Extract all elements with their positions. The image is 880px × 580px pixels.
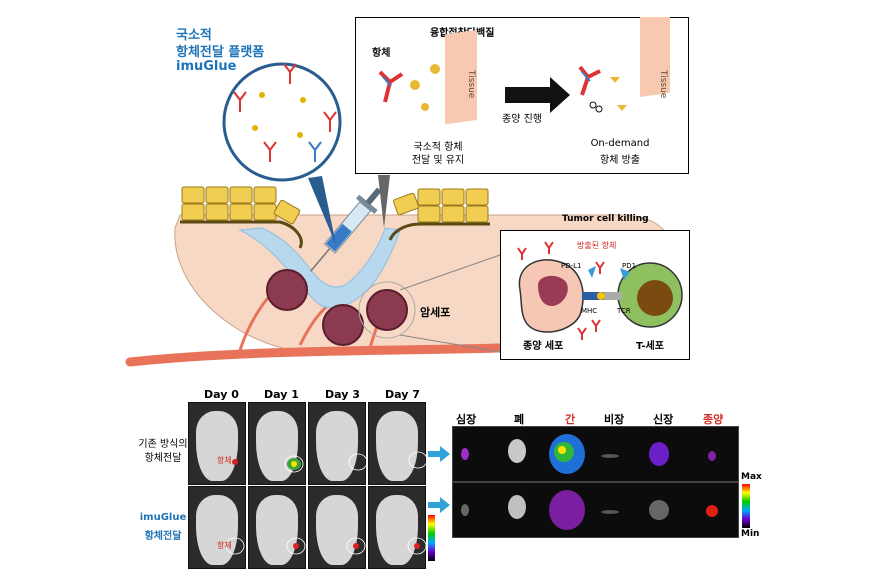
row1-label-1: 기존 방식의 — [138, 439, 188, 450]
antibody-marker-row1: 항체 — [217, 456, 232, 465]
organ-image-row2 — [452, 482, 739, 538]
mouse-color-scale — [428, 515, 435, 561]
mechanism-diagram — [378, 17, 670, 125]
scale-max-label: Max — [741, 472, 762, 482]
day-label-7: Day 7 — [385, 388, 420, 401]
organ-label-lung: 폐 — [514, 413, 525, 426]
row2-label-1: imuGlue — [139, 512, 187, 523]
mouse-image-row2-day1 — [248, 486, 306, 569]
cancer-cell-label: 암세포 — [420, 306, 451, 319]
organ-label-spleen: 비장 — [604, 413, 625, 426]
tissue-label-left: Tissue — [466, 70, 476, 99]
organ-label-heart: 심장 — [456, 413, 477, 426]
antibody-marker-row2: 항체 — [217, 541, 232, 550]
mouse-image-row1-day7 — [368, 402, 426, 485]
zoom-pointer-left — [308, 176, 336, 245]
left-caption-1: 국소적 항체 — [413, 142, 463, 153]
mouse-image-row2-day7 — [368, 486, 426, 569]
mouse-image-row1-day0 — [188, 402, 246, 485]
right-caption-1: On-demand — [590, 138, 650, 149]
syringe — [309, 187, 382, 272]
tumor-cell-label: 종양 세포 — [523, 341, 564, 352]
day-label-0: Day 0 — [204, 388, 239, 401]
killing-title: Tumor cell killing — [562, 214, 649, 224]
pd1-label: PD1 — [622, 262, 637, 270]
day-label-1: Day 1 — [264, 388, 299, 401]
scale-min-label: Min — [741, 529, 760, 539]
tumor-clusters — [266, 269, 416, 346]
zoom-pointer-right — [378, 175, 390, 228]
row2-label-2: 항체전달 — [144, 531, 182, 542]
platform-label-line1: 국소적 — [176, 28, 212, 43]
day-label-3: Day 3 — [325, 388, 360, 401]
antibody-label: 항체 — [372, 48, 391, 59]
organ-label-tumor: 종양 — [703, 413, 724, 426]
released-antibody-label: 방출된 항체 — [577, 241, 617, 250]
pdl1-label: PD-L1 — [561, 262, 582, 270]
mouse-image-row2-day3 — [308, 486, 366, 569]
platform-label-imuglue: imuGlue — [176, 59, 237, 74]
antibody-cluster — [233, 63, 337, 162]
killing-diagram — [517, 241, 683, 340]
fat-layer-right — [392, 188, 489, 223]
mhc-label: MHC — [581, 307, 598, 315]
organ-image-row1 — [452, 426, 739, 482]
row1-label-2: 항체전달 — [144, 453, 182, 464]
mouse-signal-overlay — [225, 451, 428, 555]
mouse-image-row1-day3 — [308, 402, 366, 485]
platform-zoom-circle — [222, 62, 342, 182]
progress-label: 종양 진행 — [502, 114, 542, 125]
tcr-label: TCR — [617, 307, 631, 315]
blood-vessel — [125, 341, 565, 367]
organ-label-kidney: 신장 — [653, 413, 674, 426]
connector-line-bottom — [399, 334, 501, 353]
left-caption-2: 전달 및 유지 — [411, 155, 465, 166]
connector-line-top — [399, 254, 501, 291]
fat-edge-right — [388, 222, 490, 241]
fat-layer-left — [181, 186, 301, 225]
organ-label-liver: 간 — [565, 413, 576, 426]
tissue-label-right: Tissue — [658, 70, 668, 99]
right-caption-2: 항체 방출 — [600, 155, 640, 166]
fat-edge-left — [180, 220, 303, 249]
organ-color-scale — [742, 484, 750, 528]
organ-signal-overlay — [461, 434, 718, 530]
tcell-label: T-세포 — [636, 341, 664, 352]
arrows — [428, 446, 450, 513]
platform-label-line2: 항체전달 플랫폼 — [176, 45, 265, 60]
